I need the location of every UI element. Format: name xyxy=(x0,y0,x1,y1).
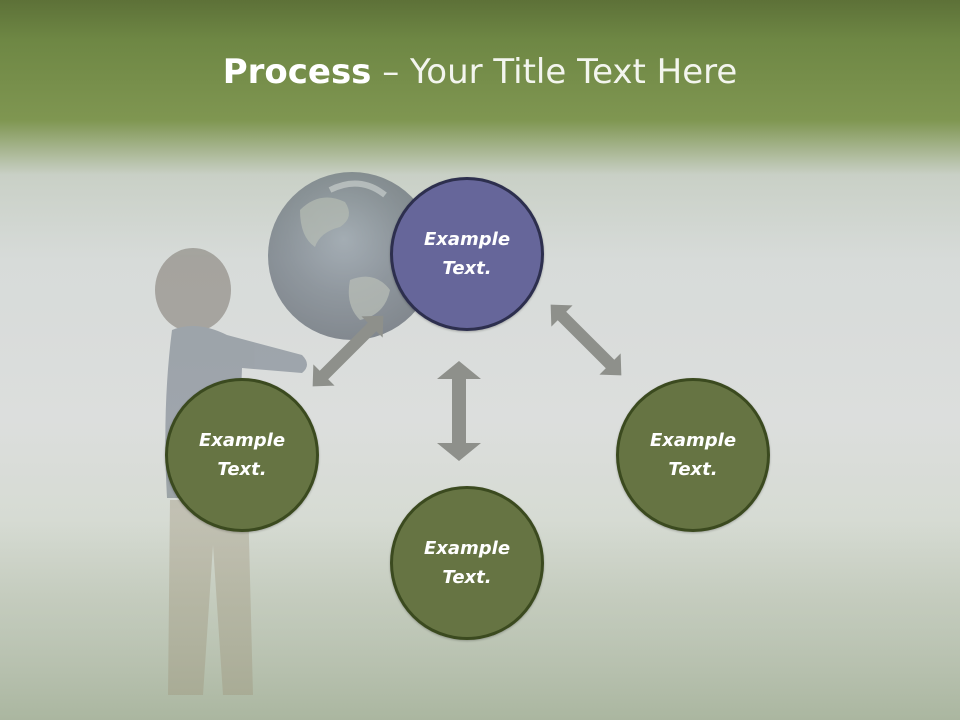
node-left-text: Example Text. xyxy=(198,430,286,480)
process-node-bottom[interactable]: Example Text. xyxy=(390,486,544,640)
node-right-text: Example Text. xyxy=(649,430,737,480)
process-node-left[interactable]: Example Text. xyxy=(165,378,319,532)
double-headed-arrow xyxy=(550,304,622,376)
node-bottom-text: Example Text. xyxy=(423,538,511,588)
process-node-right[interactable]: Example Text. xyxy=(616,378,770,532)
node-top-text: Example Text. xyxy=(423,229,511,279)
title-rest: – Your Title Text Here xyxy=(371,52,738,92)
slide-title: Process – Your Title Text Here xyxy=(0,52,960,92)
earth-globe-illustration xyxy=(268,172,436,340)
process-node-top[interactable]: Example Text. xyxy=(390,177,544,331)
double-headed-arrow xyxy=(437,361,481,461)
double-headed-arrow xyxy=(312,315,384,387)
title-bold: Process xyxy=(222,52,372,92)
